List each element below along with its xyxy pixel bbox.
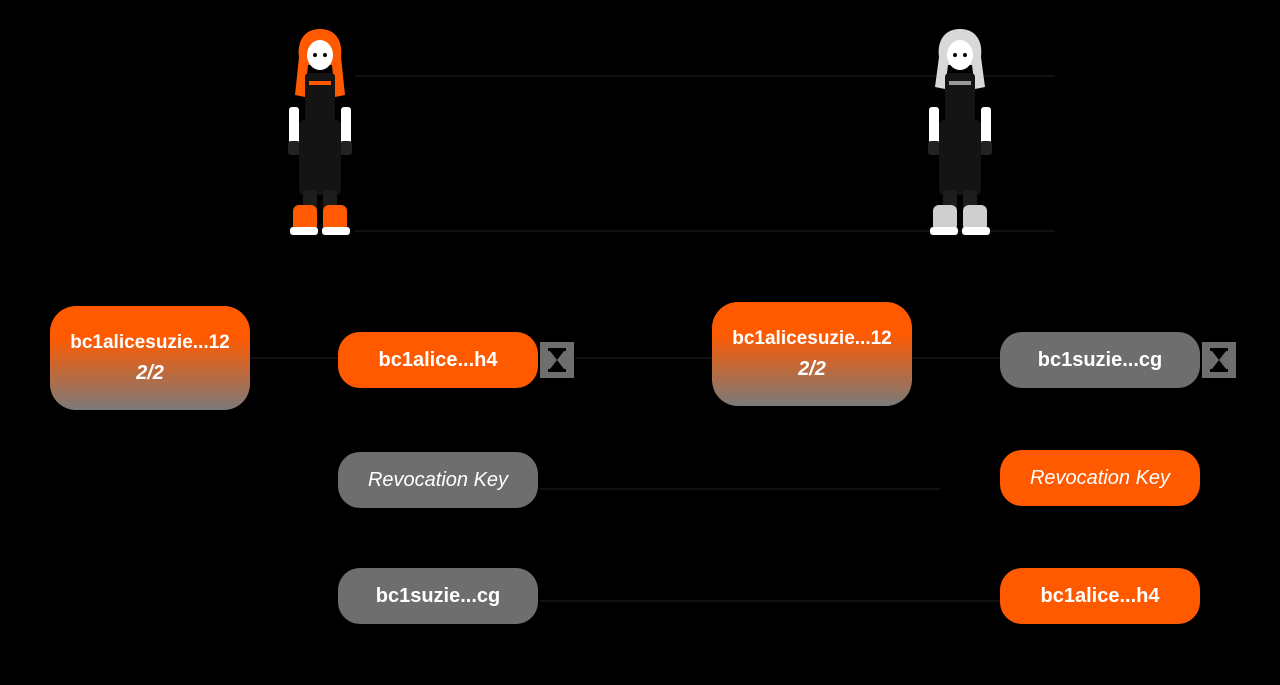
output-suzie-timelocked: bc1suzie...cg [1000,332,1200,388]
output-label: bc1suzie...cg [1037,348,1163,371]
hourglass-icon [540,342,574,378]
output-revocation-key: Revocation Key [1000,450,1200,506]
connector-line [355,75,1055,77]
output-revocation-key: Revocation Key [338,452,538,508]
hourglass-icon [548,348,566,372]
output-label: Revocation Key [367,468,509,491]
output-label: bc1suzie...cg [375,584,501,607]
output-alice: bc1alice...h4 [1000,568,1200,624]
connector-line [250,357,340,359]
connector-line [575,357,715,359]
output-label: bc1alice...h4 [378,348,498,371]
alice-avatar-icon [288,29,352,235]
multisig-box-right: bc1alicesuzie...12 2/2 [712,302,912,406]
multisig-threshold: 2/2 [136,362,164,384]
hourglass-icon [1210,348,1228,372]
output-alice-timelocked: bc1alice...h4 [338,332,538,388]
connector-line [910,357,1000,359]
multisig-box-left: bc1alicesuzie...12 2/2 [50,306,250,410]
connector-line [355,230,1055,232]
connector-line [540,488,940,490]
multisig-address: bc1alicesuzie...12 [70,332,230,353]
output-label: bc1alice...h4 [1040,584,1160,607]
connector-line [540,600,1000,602]
hourglass-icon [1202,342,1236,378]
suzie-avatar-icon [928,29,992,235]
output-label: Revocation Key [1029,466,1171,489]
multisig-threshold: 2/2 [798,358,826,380]
output-suzie: bc1suzie...cg [338,568,538,624]
multisig-address: bc1alicesuzie...12 [732,328,892,349]
